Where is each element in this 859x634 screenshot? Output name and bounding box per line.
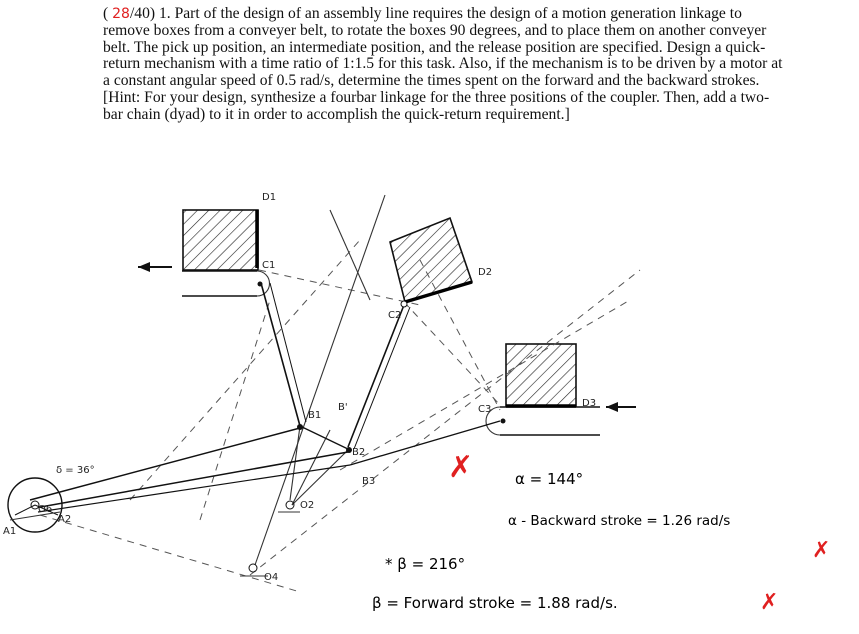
arrow-right-belt [606,402,636,412]
conveyor-left [182,270,271,297]
pivot-o2 [278,500,300,513]
score-open: ( [103,5,109,22]
box-d3 [505,343,577,407]
label-o6: O6 [38,504,52,515]
label-d3: D3 [582,398,596,409]
label-a1: A1 [3,526,16,537]
backward-stroke-line: α - Backward stroke = 1.26 rad/s [508,513,731,529]
label-c1: C1 [262,260,275,271]
problem-text: Part of the design of an assembly line r… [103,5,783,90]
box-d2 [389,216,474,304]
linkage-links [29,282,501,513]
label-d2: D2 [478,267,492,278]
diagram-label-group: D1 D2 D3 C1 C2 C3 B1 B2 B3 B' O2 O4 O6 A… [3,192,596,583]
label-a2: A2 [58,514,71,525]
pivot-o4 [240,563,268,577]
red-mark-1: ✗ [448,450,474,485]
problem-paragraph-2: [Hint: For your design, synthesize a fou… [103,88,770,123]
beta-value: * β = 216° [385,555,466,573]
label-o2: O2 [300,500,314,511]
label-b1: B1 [308,410,321,421]
score-value: 28 [112,6,130,22]
red-mark-2: ✗ [812,538,831,563]
label-delta: δ = 36° [56,465,95,476]
arrow-left [138,262,172,272]
label-b3: B3 [362,476,375,487]
label-o4: O4 [264,572,278,583]
label-c2: C2 [388,310,401,321]
alpha-value: α = 144° [515,470,584,488]
forward-stroke-line: β = Forward stroke = 1.88 rad/s. [372,594,618,612]
conveyor-right [485,406,600,436]
box-d1 [182,209,259,271]
label-b-prime: B' [338,402,348,413]
label-c3: C3 [478,404,491,415]
label-b2: B2 [352,447,365,458]
crank-circle [7,477,63,533]
problem-paragraph-1: ( 28/40) 1. Part of the design of an ass… [103,5,783,90]
problem-number: 1. [158,5,171,22]
red-mark-3: ✗ [760,590,779,615]
label-d1: D1 [262,192,276,203]
problem-statement: ( 28/40) 1. Part of the design of an ass… [103,5,783,124]
score-total: /40) [129,5,156,22]
construction-lines [39,194,641,593]
